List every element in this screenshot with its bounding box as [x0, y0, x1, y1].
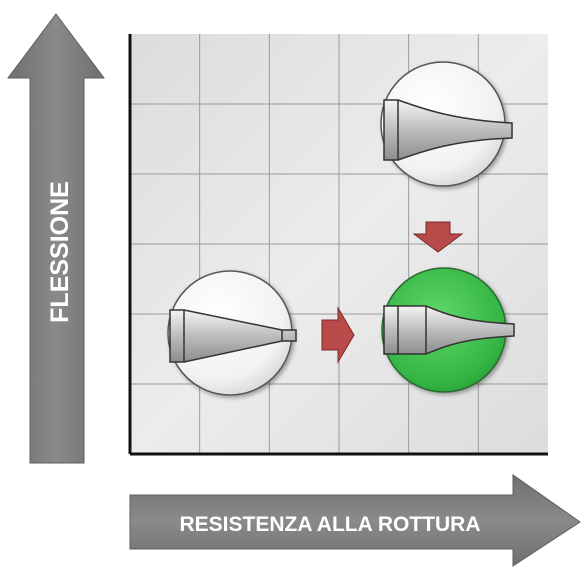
- vertical-axis-arrow: FLESSIONE: [7, 13, 105, 464]
- horizontal-axis-arrow: RESISTENZA ALLA ROTTURA: [129, 474, 581, 567]
- y-axis-label: FLESSIONE: [46, 181, 74, 323]
- vertical-arrow-shape: [7, 13, 105, 464]
- profile-optimal-icon: [383, 305, 515, 355]
- horizontal-arrow-shape: [129, 474, 581, 567]
- profile-flexible-icon: [383, 99, 513, 161]
- arrow-down-icon: [412, 221, 464, 253]
- arrow-right-icon: [321, 306, 355, 364]
- chart-grid: [128, 34, 548, 456]
- profile-start-icon: [169, 309, 297, 363]
- x-axis-label: RESISTENZA ALLA ROTTURA: [180, 513, 481, 536]
